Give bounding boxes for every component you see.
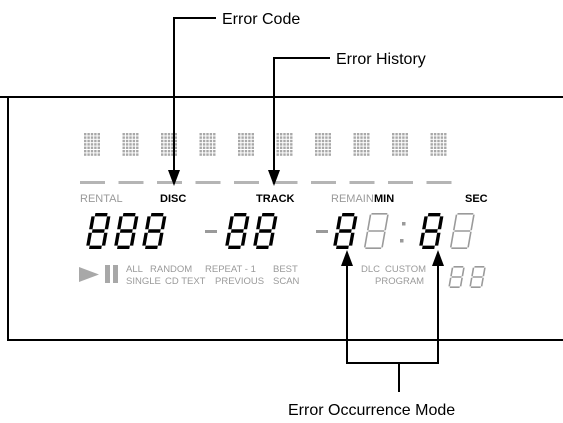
mode-repeat-1: REPEAT - 1 [205,264,256,275]
small-counter-digits [448,266,486,288]
indicator-track: TRACK [256,193,295,205]
mode-previous: PREVIOUS [215,276,264,287]
dot-matrix-underline [272,181,298,184]
dot-matrix-underline [349,181,375,184]
colon-dot [400,239,404,243]
mode-program: PROGRAM [375,276,424,287]
colon-dot [402,222,406,226]
dot-matrix-underline [80,181,105,184]
dot-matrix-char [199,133,216,156]
play-icon [79,267,99,282]
arrow-occurrence-right-icon [432,250,444,266]
digit-min [419,213,444,249]
dot-matrix-char [392,133,408,156]
digit-separator [316,230,328,233]
digit-min-tens [363,213,389,250]
small-digit [448,266,465,288]
callout-error-history [273,57,330,172]
callout-error-code [173,17,216,172]
dot-matrix-char [238,133,254,156]
dot-matrix-char [315,133,331,156]
dot-matrix-underline [234,181,259,184]
digit-track [225,213,250,249]
dot-matrix-char [161,133,177,156]
dot-matrix-char [276,133,293,156]
mode-scan: SCAN [273,276,300,287]
dot-matrix-underline [311,181,336,184]
mode-labels: ALL RANDOM REPEAT - 1 BEST DLC CUSTOM SI… [126,264,426,287]
mode-dlc: DLC [361,264,380,275]
digit-separator [205,230,217,233]
indicator-disc: DISC [160,193,186,205]
digit-disc [86,213,111,249]
digit-disc [142,213,167,249]
dot-matrix-underline [195,181,221,184]
mode-random: RANDOM [150,264,192,275]
mode-single: SINGLE [126,276,161,287]
dot-matrix-char [84,133,100,156]
pause-icon [105,265,118,283]
arrow-occurrence-left-icon [341,250,353,266]
label-error-history: Error History [336,51,426,68]
digit-sec [449,213,475,250]
indicator-sec: SEC [465,193,488,205]
mode-cd-text: CD TEXT [165,276,206,287]
dot-matrix-char [430,133,447,156]
mode-all: ALL [126,264,143,275]
digit-remain [333,213,358,249]
mode-best: BEST [273,264,298,275]
callout-error-occurrence-mode [346,262,439,392]
dot-matrix-char [353,133,370,156]
dot-matrix-underlines [80,181,452,184]
arrow-error-history-icon [268,170,280,186]
digit-disc [114,213,139,249]
small-digit [469,266,486,288]
dot-matrix-underline [388,181,413,184]
label-error-code: Error Code [222,11,300,28]
display-panel [0,96,563,341]
label-error-occurrence-mode: Error Occurrence Mode [288,402,455,419]
dot-matrix-underline [426,181,452,184]
dot-matrix-row [84,133,447,156]
dot-matrix-char [122,133,139,156]
digit-track [253,213,278,249]
indicator-rental: RENTAL [80,193,123,205]
indicator-remain: REMAIN [331,193,374,205]
indicator-min: MIN [374,193,394,205]
arrow-error-code-icon [168,170,180,186]
dot-matrix-underline [118,181,144,184]
dot-matrix-underline [157,181,182,184]
mode-custom: CUSTOM [385,264,426,275]
seven-segment-display [86,213,475,250]
